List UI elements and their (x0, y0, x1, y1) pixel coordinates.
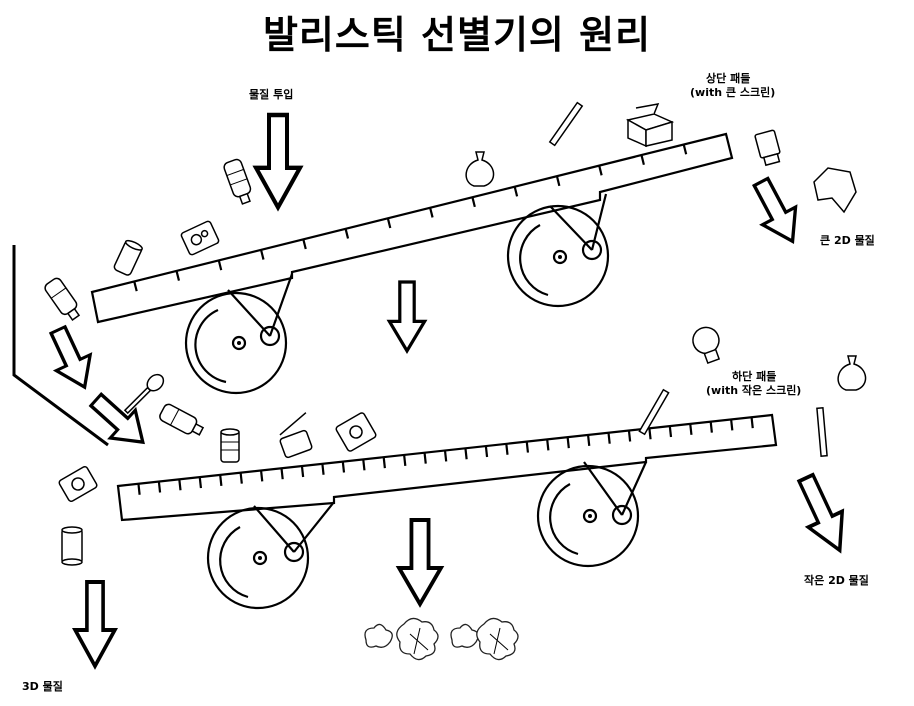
food-pouch-icon (180, 220, 220, 256)
food-pouch-icon (335, 412, 377, 452)
screen-tooth (429, 207, 434, 218)
can-icon (61, 526, 83, 566)
flywheel-icon (184, 273, 294, 395)
screen-tooth (471, 196, 476, 208)
food-pouch-icon (279, 412, 313, 459)
diagram-title: 발리스틱 선별기의 원리 (262, 13, 652, 57)
screen-tooth (259, 249, 265, 260)
screen-tooth (464, 448, 468, 460)
bottle-icon (44, 277, 81, 321)
screen-tooth (362, 459, 366, 471)
screen-tooth (668, 425, 673, 438)
screen-tooth (546, 439, 550, 451)
screen-tooth (750, 417, 754, 429)
flywheel-icon (506, 193, 610, 308)
screen-tooth (689, 423, 693, 435)
straw-icon (638, 388, 670, 436)
downward-arrow-icon (397, 518, 443, 606)
screen-tooth (640, 154, 645, 166)
screen-tooth (627, 430, 632, 442)
lower-paddle-label: 하단 패들 (732, 370, 777, 383)
screen-tooth (403, 454, 407, 466)
screen-tooth (423, 452, 427, 464)
screen-tooth (133, 281, 138, 292)
screen-tooth (386, 218, 392, 229)
screen-tooth (513, 186, 519, 197)
screen-tooth (607, 432, 611, 444)
screen-tooth (484, 445, 489, 458)
plastic-bag-icon (465, 151, 495, 187)
screen-tooth (344, 228, 350, 239)
downward-arrow-icon (39, 320, 104, 397)
screen-tooth (525, 441, 530, 453)
can-icon (113, 239, 143, 276)
screen-tooth (217, 260, 223, 271)
screen-tooth (566, 437, 570, 449)
fines-debris-icon (364, 617, 519, 661)
lower-paddle (116, 413, 778, 522)
bottle-icon (223, 158, 252, 205)
downward-arrow-icon (787, 468, 859, 561)
screen-tooth (178, 479, 182, 491)
screen-tooth (137, 483, 141, 495)
straw-icon (548, 101, 584, 147)
screen-tooth (555, 175, 561, 187)
straw-icon (816, 407, 828, 457)
cardboard-box-icon (625, 103, 675, 148)
upper-paddle-sublabel: (with 큰 스크린) (690, 86, 776, 99)
glove-icon (754, 129, 781, 167)
screen-tooth (505, 443, 509, 455)
large-2d-label: 큰 2D 물질 (820, 234, 875, 247)
screen-tooth (443, 450, 448, 462)
screen-tooth (341, 461, 346, 473)
screen-tooth (198, 477, 203, 489)
spoon-icon (123, 373, 165, 415)
screen-tooth (648, 428, 652, 440)
lower-paddle-sublabel: (with 작은 스크린) (706, 384, 802, 397)
input-label: 물질 투입 (249, 88, 294, 101)
screen-tooth (302, 239, 307, 250)
screen-tooth (709, 421, 713, 433)
downward-arrow-icon (73, 580, 117, 668)
food-pouch-icon (58, 465, 98, 503)
3d-material-label: 3D 물질 (22, 680, 63, 693)
screen-tooth (259, 470, 264, 482)
upper-paddle (90, 132, 734, 324)
upper-paddle-label: 상단 패들 (706, 72, 751, 85)
screen-tooth (382, 457, 386, 469)
downward-arrow-icon (256, 115, 300, 207)
folded-film-icon (813, 167, 857, 214)
bottle-icon (159, 403, 205, 436)
screen-tooth (598, 165, 603, 176)
screen-tooth (280, 468, 284, 480)
flywheel-icon (206, 501, 335, 610)
plastic-bag-icon (837, 355, 867, 391)
can-icon (220, 428, 240, 463)
screen-tooth (219, 474, 223, 486)
screen-tooth (157, 481, 162, 493)
screen-tooth (175, 270, 181, 281)
screen-tooth (730, 419, 734, 431)
downward-arrow-icon (387, 280, 427, 353)
screen-tooth (300, 465, 305, 478)
downward-arrow-icon (742, 171, 811, 252)
screen-tooth (586, 434, 591, 447)
small-2d-label: 작은 2D 물질 (804, 574, 869, 587)
screen-tooth (321, 463, 325, 475)
screen-tooth (239, 472, 243, 484)
light-bulb-icon (692, 326, 721, 365)
screen-tooth (682, 144, 688, 155)
flywheel-icon (536, 461, 648, 568)
